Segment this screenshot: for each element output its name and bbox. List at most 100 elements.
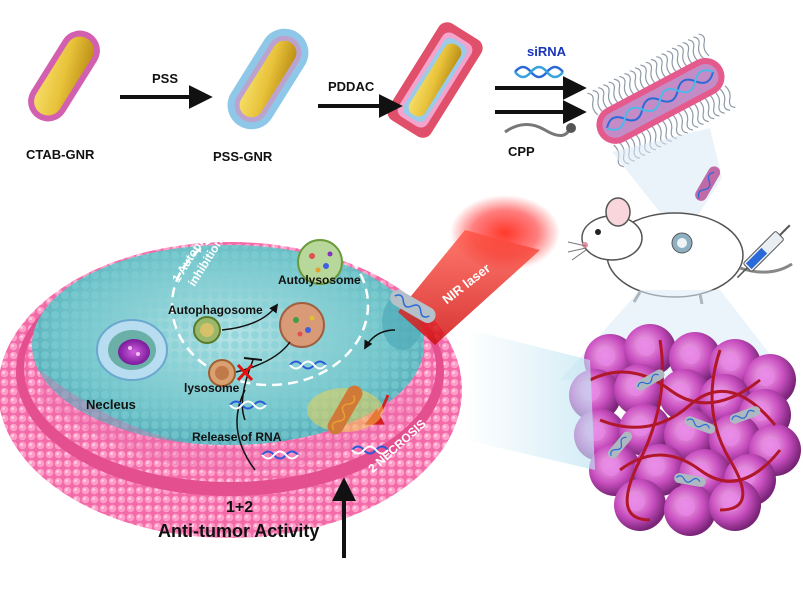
autolysosome (297, 239, 343, 285)
label-nucleus: Necleus (86, 397, 136, 412)
autolysosome-2 (279, 302, 325, 348)
tissue-nanorod (729, 406, 761, 424)
cpp-brush-strand (676, 110, 688, 134)
cpp-brush-strand (656, 56, 668, 79)
small-nanorod (695, 166, 721, 201)
cpp-brush-strand (682, 42, 694, 65)
label-autophagosome: Autophagosome (168, 303, 263, 317)
tumor-cell-nucleus (722, 353, 740, 371)
cpp-brush-strand (597, 87, 609, 110)
zoom-cone (612, 128, 722, 240)
cpp-brush-strand (634, 67, 646, 91)
ctab-gnr-rod (28, 30, 100, 122)
blood-vessel (589, 370, 761, 405)
cpp-brush-strand (687, 105, 699, 128)
rna-strand (229, 400, 267, 410)
tumor-cell-nucleus (627, 493, 645, 511)
sirna-helix-icon (514, 65, 564, 79)
cpp-brush-strand (682, 107, 694, 131)
tumor-cell-nucleus (672, 383, 690, 401)
blood-vessel (599, 389, 777, 429)
pddac-gnr-rod (387, 22, 483, 138)
rna-strands (229, 360, 389, 460)
tumor-cell-nucleus (722, 428, 740, 446)
pss-gnr-rod (227, 28, 309, 130)
label-pss-gnr: PSS-GNR (213, 149, 273, 164)
rod-entry-arrow (364, 329, 396, 350)
mouse-illustration (567, 197, 793, 305)
cell-tissue-cone (465, 330, 595, 470)
cpp-brush-strand (592, 89, 604, 113)
tumor-cell-nucleus (682, 346, 700, 364)
tissue-nanorod (674, 473, 706, 487)
internal-nanorod (307, 385, 383, 435)
tissue-nanorod (607, 431, 633, 459)
tumor-cell-nucleus (637, 338, 655, 356)
cpp-brush-strand (645, 61, 657, 85)
tumor-cell-nucleus (602, 458, 620, 476)
cpp-brush-strand (672, 47, 683, 71)
label-release-rna: Release of RNA (192, 430, 282, 444)
label-sirna: siRNA (527, 44, 567, 59)
label-activity-2: Anti-tumor Activity (158, 521, 320, 541)
tumor-tissue (569, 324, 801, 536)
rna-strand (261, 450, 299, 460)
cpp-brush-strand (666, 50, 678, 74)
cpp-brush-strand (650, 58, 662, 82)
rna-strand (229, 400, 267, 410)
cpp-brush-strand (719, 88, 731, 111)
label-pddac: PDDAC (328, 79, 375, 94)
cpp-brush-strand (608, 81, 620, 105)
tissue-nanorod (635, 369, 665, 391)
blood-vessel (619, 449, 782, 483)
cpp-brush-strand (713, 91, 725, 114)
tumor-cell-nucleus (597, 348, 615, 366)
rna-strand (351, 445, 389, 455)
rna-strand (351, 445, 389, 455)
cpp-brush-strand (619, 75, 630, 99)
rna-strand (289, 360, 327, 370)
label-activity-1: 1+2 (226, 499, 254, 516)
cpp-brush-strand (724, 85, 736, 109)
autophagosome (193, 316, 221, 344)
tumor-cell-nucleus (677, 498, 695, 516)
label-pss: PSS (152, 71, 179, 86)
release-rna-path (236, 389, 256, 471)
label-autolysosome: Autolysosome (278, 273, 361, 287)
cpp-brush-strand (698, 99, 709, 123)
tissue-nanorod (684, 416, 716, 434)
tumor-cell-nucleus (757, 368, 775, 386)
cpp-brush-strand (687, 39, 699, 62)
nucleus (96, 319, 168, 381)
blood-vessel (710, 349, 745, 512)
autophagy-region (170, 223, 370, 387)
block-x-icon (236, 363, 254, 382)
cpp-brush-strand (693, 36, 705, 60)
label-lysosome: lysosome (184, 381, 240, 395)
label-cpp: CPP (508, 144, 535, 159)
cpp-brush-strand (640, 64, 652, 88)
cpp-brush-strand (708, 93, 720, 117)
autophagosome-path (221, 303, 279, 331)
cpp-brush-strand (692, 102, 704, 126)
cpp-brush-strand (613, 78, 625, 102)
label-ctab-gnr: CTAB-GNR (26, 147, 95, 162)
rna-strand (261, 450, 299, 460)
cpp-brush-strand (587, 92, 599, 116)
cpp-brush-strand (671, 113, 683, 137)
cpp-brush-strand (698, 33, 710, 57)
cpp-brush-strand (629, 70, 641, 93)
syringe-icon (736, 224, 791, 279)
tumor-cell-nucleus (762, 438, 780, 456)
cpp-chain-icon (504, 123, 576, 137)
tumor-cell-nucleus (677, 423, 695, 441)
membrane-nanorod (390, 290, 436, 323)
lysosome (208, 359, 236, 387)
tumor-cell-nucleus (647, 458, 665, 476)
rna-strand (289, 360, 327, 370)
cpp-brush-strand (677, 44, 689, 68)
cpp-brush-strand (703, 96, 715, 120)
cpp-brush-strand (624, 73, 636, 96)
